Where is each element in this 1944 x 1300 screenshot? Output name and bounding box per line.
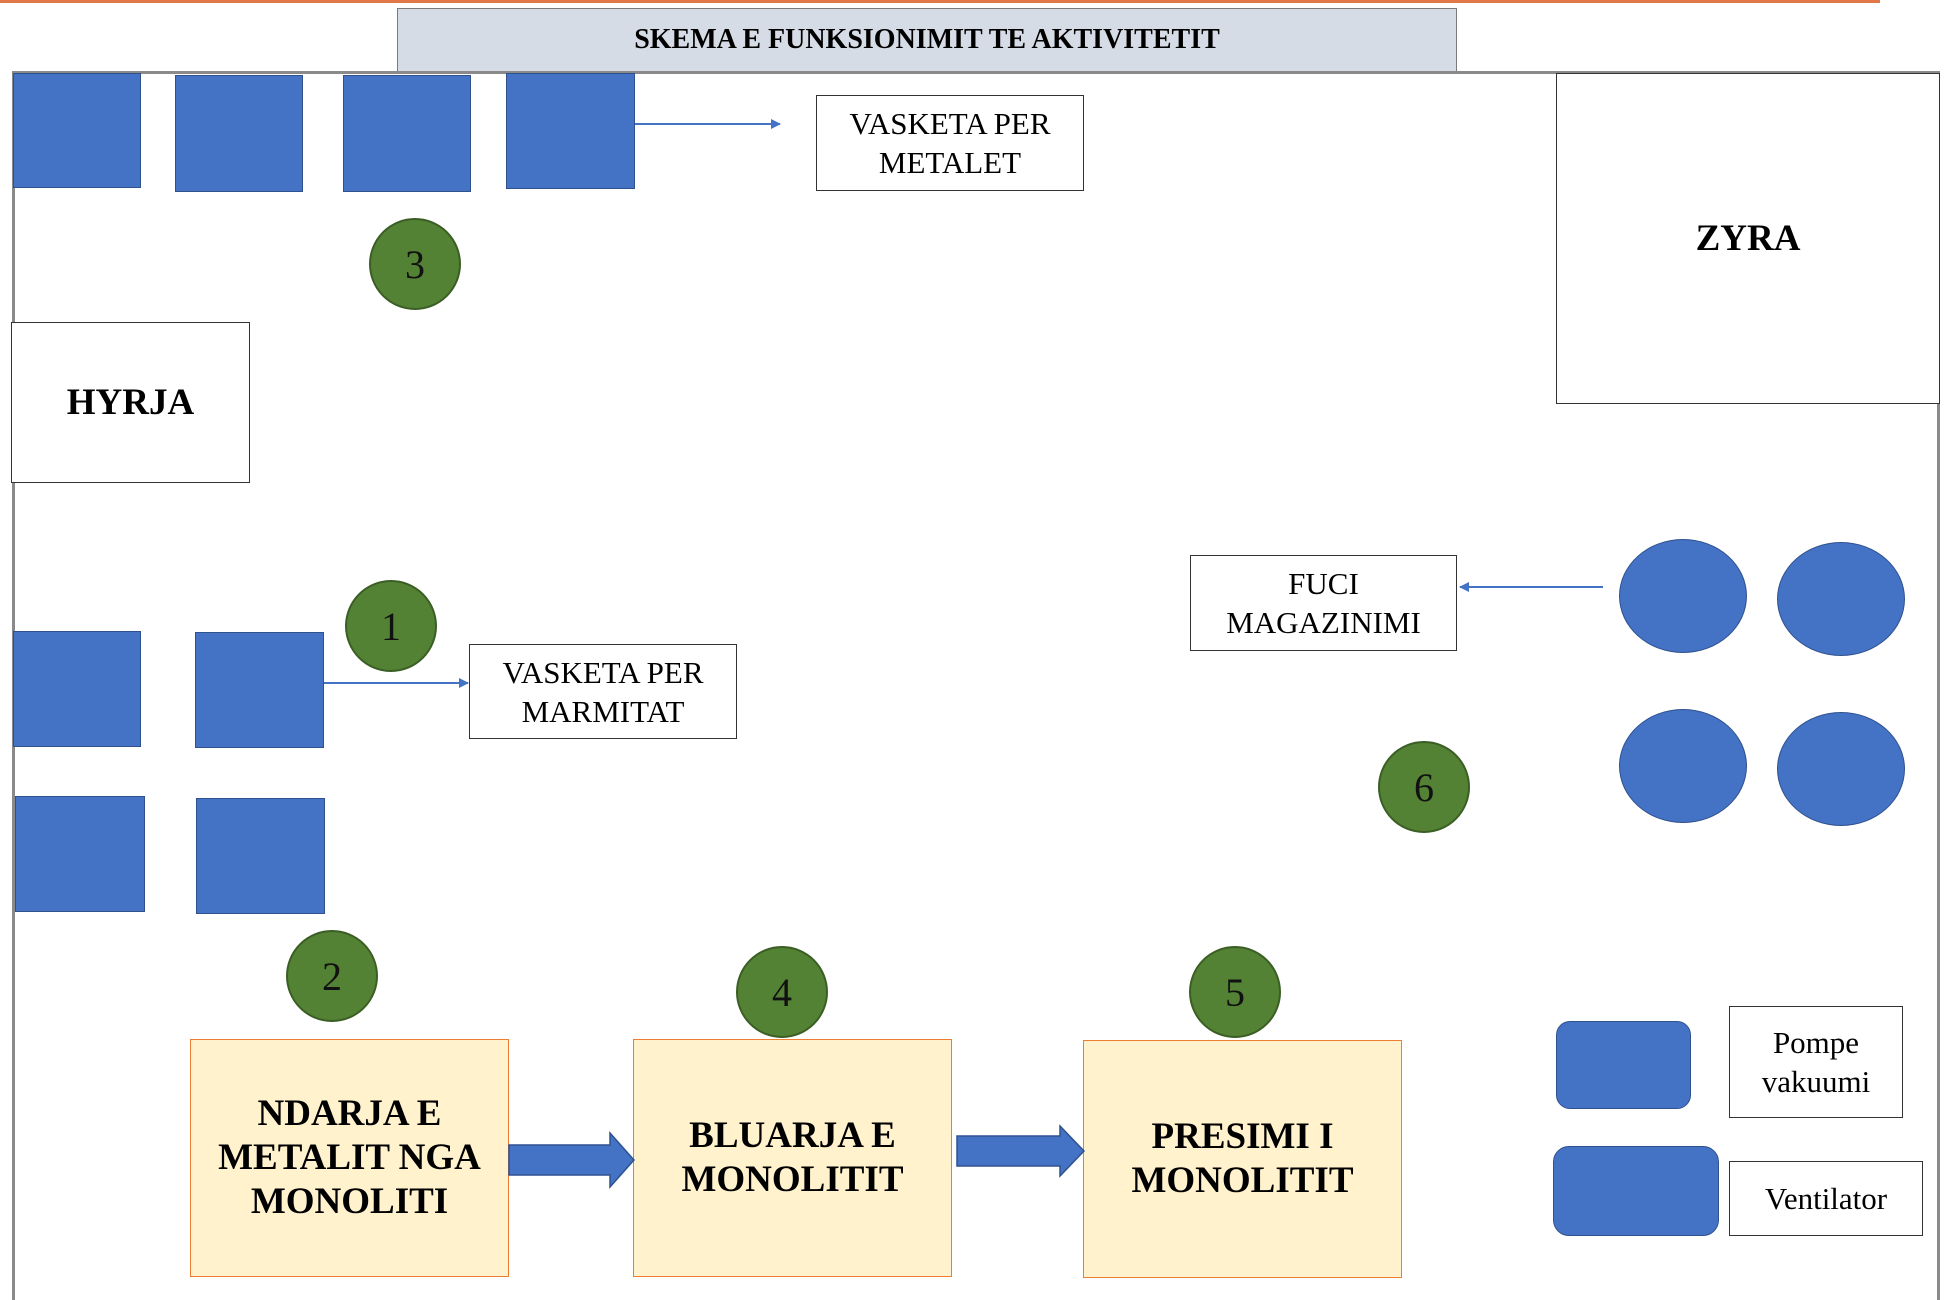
vacuum-pump xyxy=(13,73,141,188)
process-arrow-2 xyxy=(956,1124,1086,1178)
legend-fan-swatch xyxy=(1553,1146,1719,1236)
process-arrow-1 xyxy=(508,1131,636,1189)
process-step-monolith-pressing: PRESIMI I MONOLITIT xyxy=(1083,1040,1402,1278)
vacuum-pump xyxy=(195,632,324,748)
mufflers-container-line-2: MARMITAT xyxy=(521,693,685,729)
ventilator xyxy=(1619,539,1747,653)
top-rule xyxy=(0,0,1880,3)
metals-container-line-2: METALET xyxy=(878,145,1022,180)
process-step-3-line-2: MONOLITIT xyxy=(1131,1160,1354,1201)
vacuum-pump xyxy=(15,796,145,912)
station-badge-5: 5 xyxy=(1189,946,1281,1038)
entrance-room: HYRJA xyxy=(11,322,250,483)
storage-drums-label: FUCI MAGAZINIMI xyxy=(1190,555,1457,651)
vacuum-pump xyxy=(343,75,471,192)
ventilator xyxy=(1777,542,1905,656)
legend-pump-swatch xyxy=(1556,1021,1691,1109)
process-step-2-line-1: BLUARJA E xyxy=(689,1115,896,1156)
station-badge-1: 1 xyxy=(345,580,437,672)
storage-drums-line-2: MAGAZINIMI xyxy=(1226,605,1421,640)
mufflers-container-line-1: VASKETA PER xyxy=(502,654,704,690)
mufflers-container-label: VASKETA PER MARMITAT xyxy=(469,644,737,739)
ventilator xyxy=(1777,712,1905,826)
station-badge-4: 4 xyxy=(736,946,828,1038)
process-step-1-line-3: MONOLITI xyxy=(250,1181,449,1222)
storage-drums-line-1: FUCI xyxy=(1288,566,1359,601)
metals-container-line-1: VASKETA PER xyxy=(849,106,1051,141)
process-step-1-line-1: NDARJA E xyxy=(257,1093,442,1134)
process-step-metal-separation: NDARJA E METALIT NGA MONOLITI xyxy=(190,1039,509,1277)
vacuum-pump xyxy=(13,631,141,747)
legend-fan-label: Ventilator xyxy=(1729,1161,1923,1236)
vacuum-pump xyxy=(175,75,303,192)
station-badge-3: 3 xyxy=(369,218,461,310)
legend-pump-line-2: vakuumi xyxy=(1761,1064,1871,1099)
metals-container-label: VASKETA PER METALET xyxy=(816,95,1084,191)
floor-plan-wall-top xyxy=(12,71,1940,74)
floor-plan-wall-right xyxy=(1937,71,1940,1300)
ventilator xyxy=(1619,709,1747,823)
station-badge-6: 6 xyxy=(1378,741,1470,833)
station-badge-2: 2 xyxy=(286,930,378,1022)
vacuum-pump xyxy=(196,798,325,914)
vacuum-pump xyxy=(506,73,635,189)
office-room: ZYRA xyxy=(1556,73,1940,404)
diagram-title: SKEMA E FUNKSIONIMIT TE AKTIVITETIT xyxy=(397,8,1457,72)
process-step-3-line-1: PRESIMI I xyxy=(1151,1116,1334,1157)
legend-pump-line-1: Pompe xyxy=(1772,1025,1860,1060)
process-step-2-line-2: MONOLITIT xyxy=(681,1159,904,1200)
process-step-monolith-grinding: BLUARJA E MONOLITIT xyxy=(633,1039,952,1277)
process-step-1-line-2: METALIT NGA xyxy=(218,1137,481,1178)
legend-pump-label: Pompe vakuumi xyxy=(1729,1006,1903,1118)
